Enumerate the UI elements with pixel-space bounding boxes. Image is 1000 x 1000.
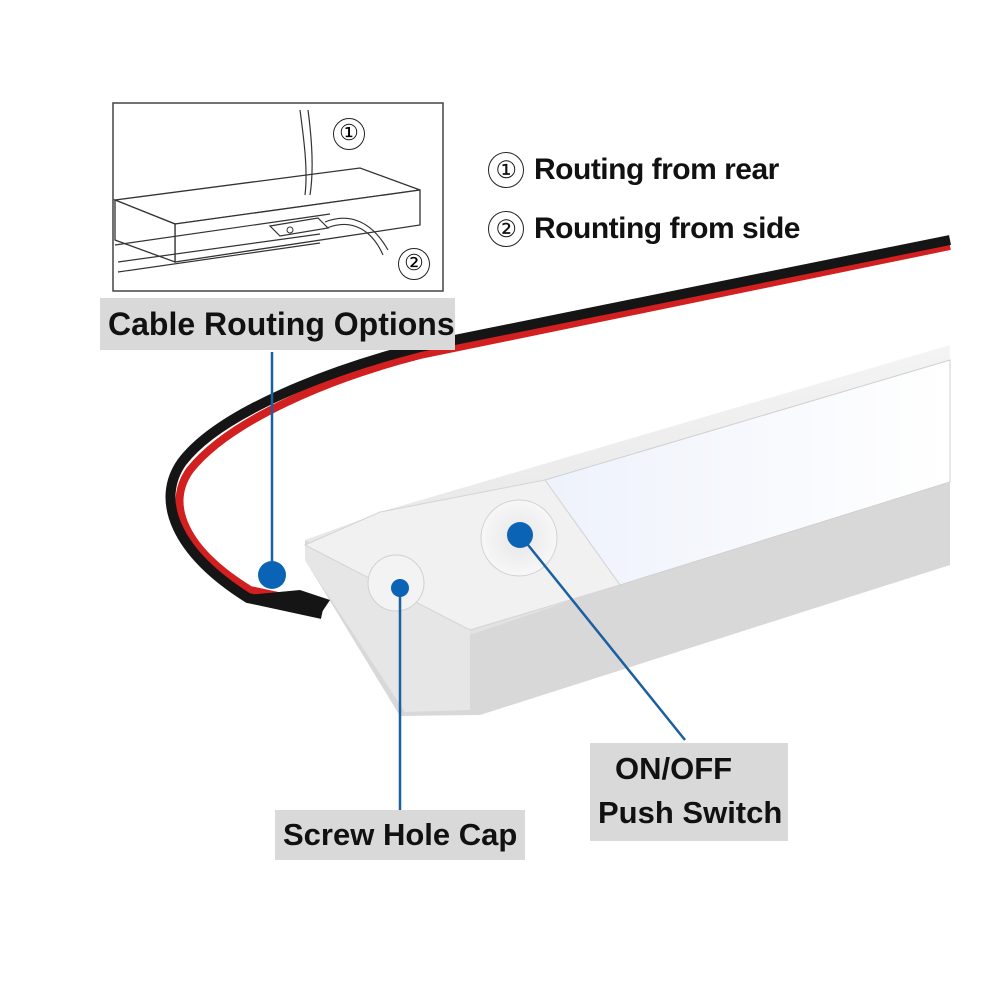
inset-diagram (112, 102, 444, 292)
power-cable (165, 235, 951, 619)
cable-callout-dot (258, 561, 286, 589)
legend-item-side: ② Rounting from side (488, 211, 800, 248)
inset-marker-1: ① (333, 118, 365, 150)
switch-label-line2: Push Switch (598, 795, 783, 830)
inset-marker-2: ② (398, 248, 430, 280)
screw-cap-callout-dot (391, 579, 409, 597)
switch-label: ON/OFF Push Switch (590, 743, 788, 841)
legend-item-rear: ① Routing from rear (488, 152, 779, 189)
switch-label-line1: ON/OFF (615, 751, 733, 786)
switch-callout-dot (507, 522, 533, 548)
legend-marker-2: ② (488, 211, 524, 248)
led-light-bar (303, 345, 951, 716)
legend-marker-1: ① (488, 152, 524, 189)
legend-text-side: Rounting from side (534, 212, 800, 246)
callout-lines (258, 352, 686, 810)
legend-text-rear: Routing from rear (534, 153, 779, 187)
cable-routing-label: Cable Routing Options (100, 298, 455, 350)
screw-hole-cap-label: Screw Hole Cap (275, 810, 525, 860)
